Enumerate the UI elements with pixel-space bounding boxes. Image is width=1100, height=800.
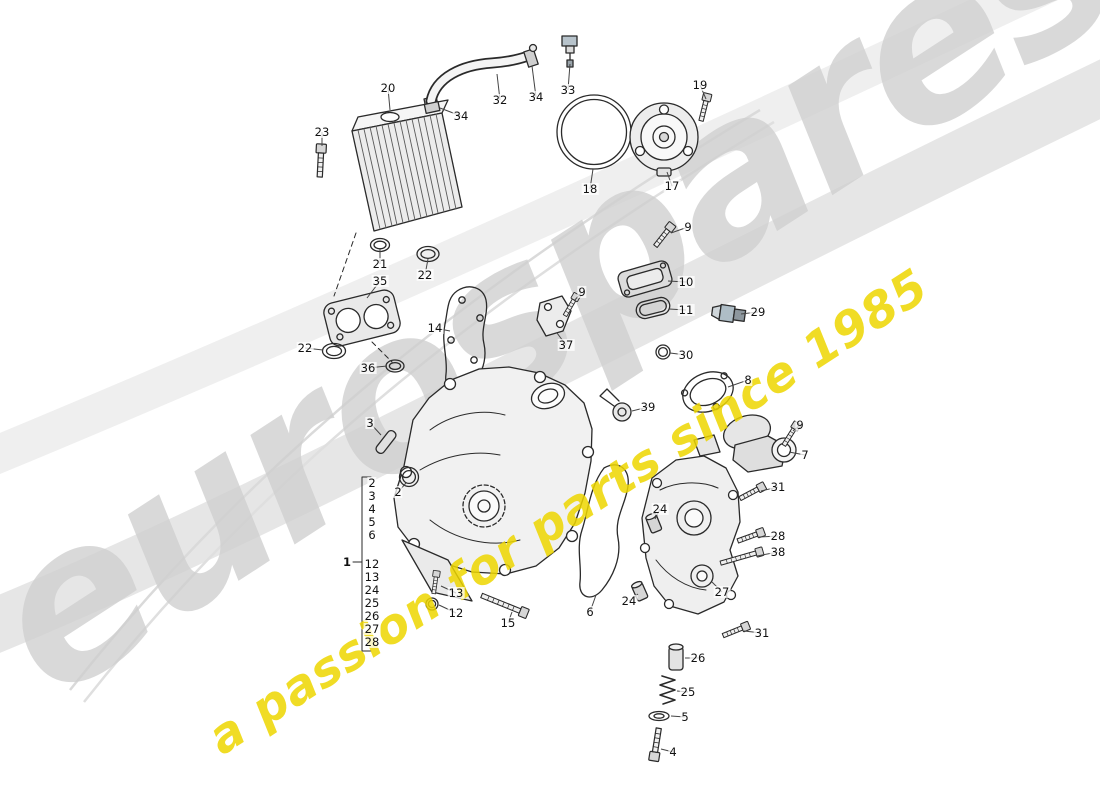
pin-3 bbox=[375, 429, 397, 455]
oil-cooler bbox=[351, 95, 463, 232]
bolt-31-lower bbox=[720, 620, 752, 641]
cover-10 bbox=[617, 260, 673, 298]
bolt-28 bbox=[735, 526, 767, 546]
washer-5 bbox=[648, 710, 670, 722]
o-ring-22-lower bbox=[321, 342, 347, 360]
hose-clamp-top bbox=[523, 43, 539, 68]
o-ring-11 bbox=[635, 296, 671, 320]
o-ring-2 bbox=[398, 466, 420, 488]
o-ring-12 bbox=[425, 597, 439, 611]
hose-clamp-neck bbox=[423, 100, 441, 114]
cover-plate-35 bbox=[323, 289, 401, 347]
pump-cover-17 bbox=[629, 102, 699, 177]
parts-art-group bbox=[314, 35, 802, 763]
piston-26 bbox=[668, 643, 684, 671]
gasket-8 bbox=[680, 371, 734, 413]
bolt-31-upper bbox=[737, 481, 768, 503]
idler-39 bbox=[599, 388, 632, 422]
o-ring-30 bbox=[655, 344, 671, 360]
gasket-6 bbox=[578, 464, 629, 598]
oil-cooler-hose bbox=[425, 50, 534, 107]
assembly-axis-lines bbox=[333, 232, 393, 363]
bolt-4 bbox=[648, 726, 665, 763]
assembly-group-bracket bbox=[352, 476, 372, 652]
temp-sensor bbox=[561, 35, 578, 68]
plug-24-top bbox=[645, 512, 663, 534]
bracket-37 bbox=[536, 295, 572, 337]
spring-25 bbox=[659, 675, 676, 705]
sensor-29 bbox=[710, 303, 747, 323]
bolt-23 bbox=[314, 143, 328, 178]
plug-24-left bbox=[630, 580, 649, 602]
